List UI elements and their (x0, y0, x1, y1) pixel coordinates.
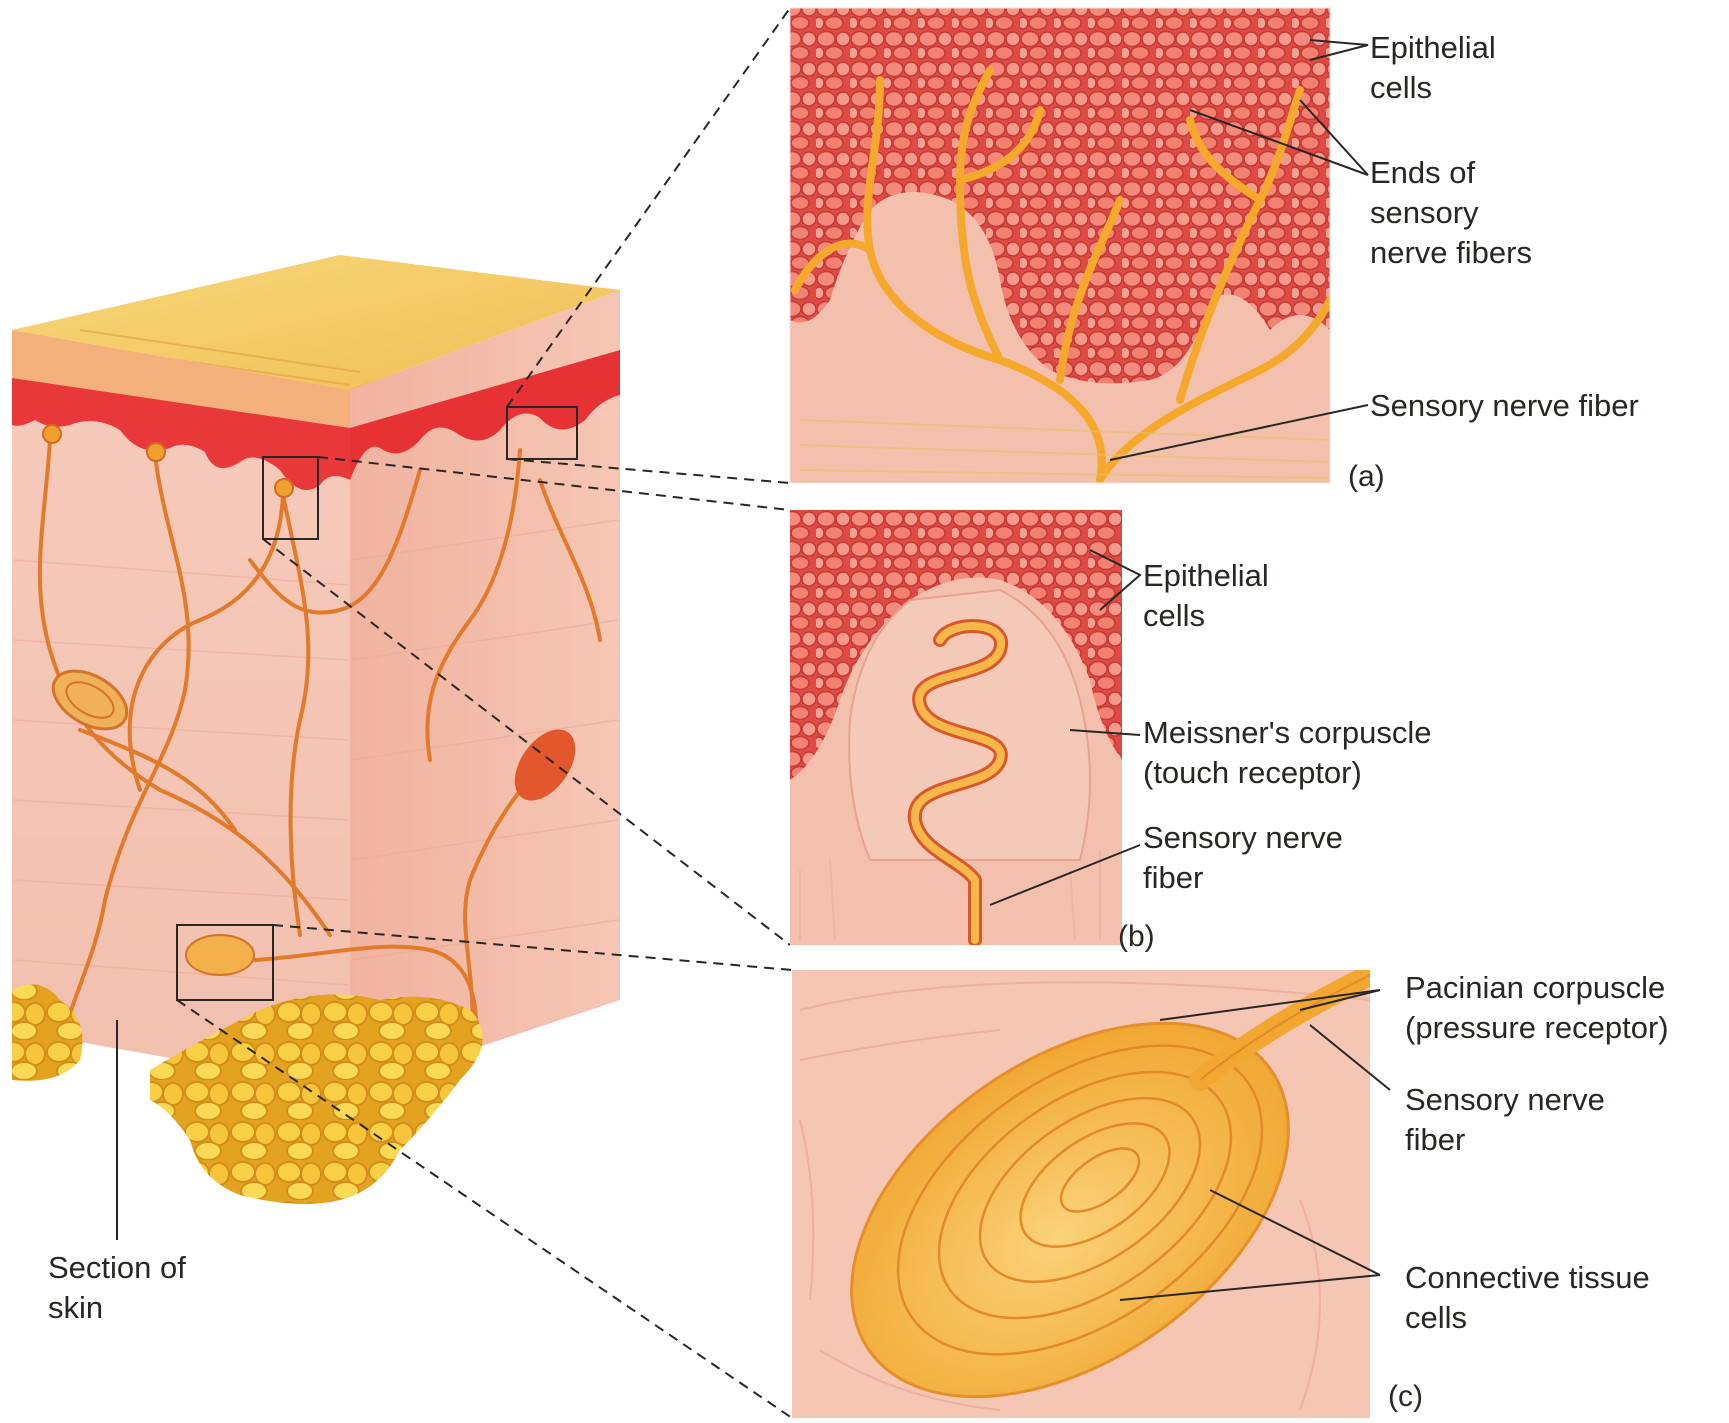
panel-c-pacinian-label: Pacinian corpuscle (pressure receptor) (1405, 968, 1669, 1048)
panel-b-letter: (b) (1118, 920, 1155, 954)
panel-a-letter: (a) (1348, 460, 1385, 494)
panel-b-epithelial-line2: cells (1143, 596, 1269, 636)
block-corpuscle-c (186, 935, 254, 975)
panel-c-letter: (c) (1388, 1380, 1423, 1414)
panel-a-epithelial-label: Epithelial cells (1370, 28, 1496, 108)
panel-c-connective-line1: Connective tissue (1405, 1258, 1650, 1298)
panel-a-epithelial-line2: cells (1370, 68, 1496, 108)
panel-a-illustration (790, 8, 1330, 483)
skin-block (12, 255, 620, 1204)
panel-c-nerve-label: Sensory nerve fiber (1405, 1080, 1605, 1160)
section-of-skin-label: Section of skin (48, 1248, 186, 1328)
panel-a-ends-line1: Ends of (1370, 153, 1532, 193)
panel-c-connective-line2: cells (1405, 1298, 1650, 1338)
panel-b-epithelial-label: Epithelial cells (1143, 556, 1269, 636)
panel-b-meissner-label: Meissner's corpuscle (touch receptor) (1143, 713, 1431, 793)
panel-b-nerve-line2: fiber (1143, 858, 1343, 898)
panel-a-nerve-fiber-label: Sensory nerve fiber (1370, 386, 1639, 426)
panel-b-meissner-line2: (touch receptor) (1143, 753, 1431, 793)
section-of-skin-line2: skin (48, 1288, 186, 1328)
panel-c-nerve-line2: fiber (1405, 1120, 1605, 1160)
panel-c-pacinian-line1: Pacinian corpuscle (1405, 968, 1669, 1008)
panel-b-nerve-label: Sensory nerve fiber (1143, 818, 1343, 898)
panel-c-connective-label: Connective tissue cells (1405, 1258, 1650, 1338)
panel-b-epithelial-line1: Epithelial (1143, 556, 1269, 596)
panel-c-illustration (783, 947, 1370, 1418)
panel-b-illustration (790, 510, 1122, 945)
panel-c-nerve-line1: Sensory nerve (1405, 1080, 1605, 1120)
panel-a-epithelial-line1: Epithelial (1370, 28, 1496, 68)
panel-a-ends-line2: sensory (1370, 193, 1532, 233)
section-of-skin-line1: Section of (48, 1248, 186, 1288)
panel-b-meissner-line1: Meissner's corpuscle (1143, 713, 1431, 753)
panel-b-nerve-line1: Sensory nerve (1143, 818, 1343, 858)
panel-c-pacinian-line2: (pressure receptor) (1405, 1008, 1669, 1048)
panel-a-nerve-endings-label: Ends of sensory nerve fibers (1370, 153, 1532, 273)
panel-a-ends-line3: nerve fibers (1370, 233, 1532, 273)
